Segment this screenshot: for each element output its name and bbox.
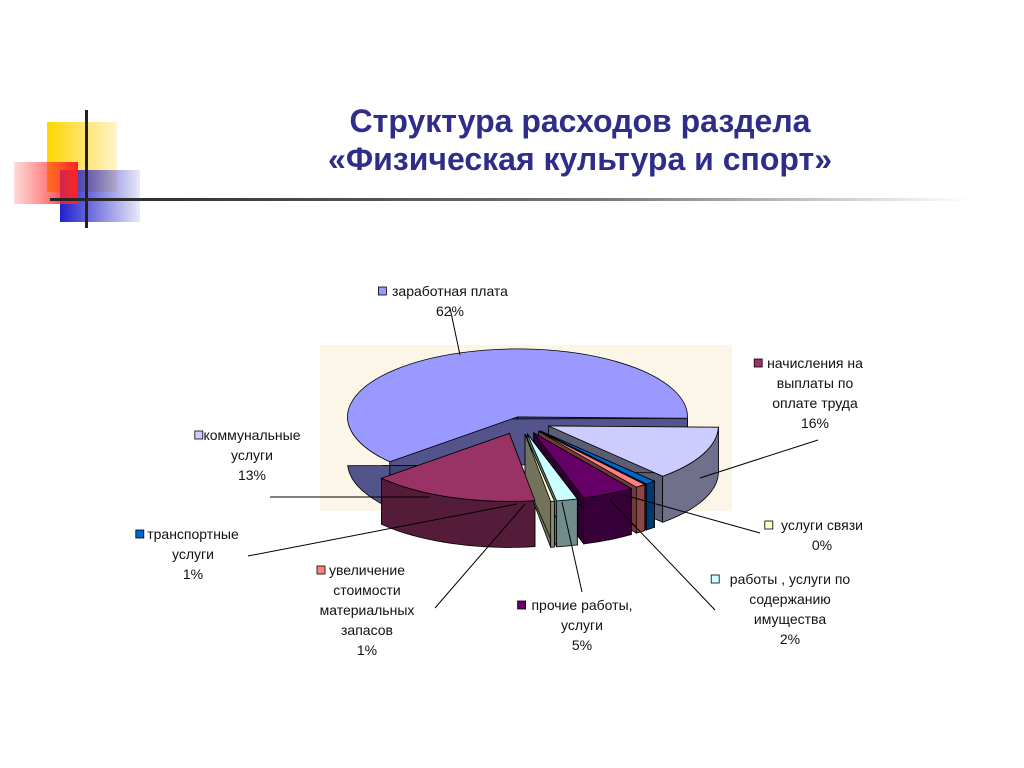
data-label-1-line-3: 16%: [801, 415, 829, 431]
slice-5-top: [538, 431, 646, 488]
data-label-3: работы , услуги по содержанию имущества 2%: [710, 571, 851, 647]
data-label-0-line-1: 62%: [436, 303, 464, 319]
legend-key-3: [710, 574, 720, 584]
slice-6-top: [540, 430, 656, 485]
slice-1-top: [380, 432, 536, 502]
data-label-0-line-0: заработная плата: [392, 283, 508, 299]
data-label-7-line-2: 13%: [238, 467, 266, 483]
legend-key-6: [135, 529, 145, 539]
title-line-1: Структура расходов раздела: [349, 103, 811, 139]
data-label-7-line-0: коммунальные: [203, 427, 300, 443]
data-label-5-line-1: стоимости: [333, 582, 401, 598]
data-label-5-line-2: материальных: [320, 602, 415, 618]
legend-key-1: [753, 358, 763, 368]
slice-2-top: [524, 433, 555, 502]
data-label-2-line-1: 0%: [812, 537, 832, 553]
data-label-0: заработная плата 62%: [377, 283, 508, 319]
data-label-5-line-0: увеличение: [329, 562, 405, 578]
slice-3-top: [526, 433, 579, 502]
legend-key-5: [316, 565, 326, 575]
slice-4-top: [533, 432, 633, 499]
data-label-5-line-3: запасов: [341, 622, 393, 638]
leader-line-5: [434, 503, 526, 609]
leader-line-2: [623, 494, 761, 534]
deco-red-square: [14, 162, 78, 204]
leader-line-4: [561, 501, 583, 593]
data-label-4-line-0: прочие работы,: [531, 597, 632, 613]
data-label-5-line-4: 1%: [357, 642, 377, 658]
data-label-1-line-2: оплате труда: [772, 395, 858, 411]
data-label-1: начисления на выплаты по оплате труда 16%: [753, 355, 863, 431]
data-label-7-line-1: услуги: [231, 447, 273, 463]
data-label-6-line-0: транспортные: [147, 526, 239, 542]
legend-key-2: [764, 520, 774, 530]
data-label-3-line-3: 2%: [780, 631, 800, 647]
data-label-3-line-2: имущества: [754, 611, 826, 627]
data-label-7: коммунальные услуги 13%: [194, 427, 301, 483]
data-label-5: увеличение стоимости материальных запасов 1%: [316, 562, 415, 658]
legend-key-0: [377, 286, 387, 296]
deco-horizontal-line: [50, 198, 970, 201]
legend-key-7: [194, 430, 204, 440]
data-label-4: прочие работы, услуги 5%: [517, 597, 633, 653]
legend-key-4: [517, 600, 526, 610]
leader-line-0: [449, 307, 461, 356]
data-label-6-line-2: 1%: [183, 566, 203, 582]
deco-vertical-line: [85, 110, 88, 228]
leader-line-6: [247, 503, 518, 557]
slide-decoration: [14, 110, 970, 228]
slice-7-top: [548, 425, 719, 477]
data-label-1-line-0: начисления на: [767, 355, 863, 371]
leader-line-3: [609, 499, 716, 611]
data-label-6: транспортные услуги 1%: [135, 526, 239, 582]
data-label-2: услуги связи 0%: [764, 517, 863, 553]
data-label-3-line-0: работы , услуги по: [730, 571, 851, 587]
data-label-4-line-2: 5%: [572, 637, 592, 653]
title-line-2: «Физическая культура и спорт»: [328, 141, 832, 177]
data-label-3-line-1: содержанию: [749, 591, 831, 607]
data-label-4-line-1: услуги: [561, 617, 603, 633]
page-title: Структура расходов раздела «Физическая к…: [250, 102, 910, 178]
data-label-2-line-0: услуги связи: [781, 517, 863, 533]
data-label-6-line-1: услуги: [172, 546, 214, 562]
data-label-1-line-1: выплаты по: [777, 375, 854, 391]
leader-line-1: [699, 439, 819, 479]
